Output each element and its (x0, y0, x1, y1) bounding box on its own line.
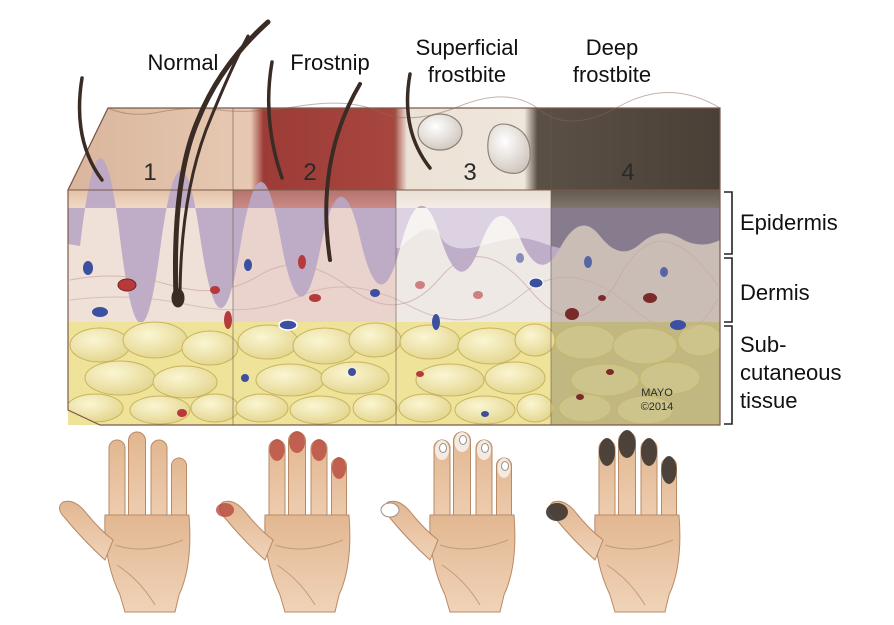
stage-title-frostnip: Frostnip (290, 50, 369, 75)
palm-crease (114, 539, 184, 550)
epidermis-band (68, 157, 720, 324)
thumb-blister (380, 502, 400, 518)
layer-brackets (724, 191, 733, 425)
fingertip-redness (311, 439, 327, 461)
hand-superficial (380, 431, 516, 613)
palm-crease (274, 539, 344, 550)
label-dermis: Dermis (740, 280, 810, 305)
thumb (219, 500, 274, 561)
fingertip-necrosis (618, 430, 636, 458)
fingertip-necrosis (641, 438, 657, 466)
thumb (384, 500, 439, 561)
stage-title-deep-line1: Deep (586, 35, 639, 60)
fingertip-blister (439, 443, 447, 453)
thumb-redness (216, 503, 234, 517)
palm-crease (606, 564, 646, 606)
hand-frostnip (216, 431, 351, 613)
fingertip-blister (459, 435, 467, 445)
stage-number-4: 4 (621, 159, 634, 186)
skin-block-outline (67, 107, 721, 426)
hands-row (59, 430, 681, 613)
fingertip-blister (501, 461, 509, 471)
fingertip-redness (332, 457, 346, 479)
palm-crease (439, 539, 509, 550)
stage-title-superficial-line2: frostbite (428, 62, 506, 87)
stage-number-3: 3 (463, 159, 476, 186)
fingertip-blister (481, 443, 489, 453)
hand-normal (59, 431, 191, 613)
thumb (59, 500, 114, 561)
palm (429, 514, 516, 613)
hairs (77, 19, 432, 308)
credit-line1: MAYO (641, 387, 673, 399)
stage-title-deep-line2: frostbite (573, 62, 651, 87)
fingertip-redness (289, 431, 305, 453)
stage-title-superficial-line1: Superficial (416, 35, 519, 60)
hand-deep (546, 430, 681, 613)
palm (264, 514, 351, 613)
fingertip-redness (269, 439, 285, 461)
label-subcutaneous-line3: tissue (740, 388, 797, 413)
label-epidermis: Epidermis (740, 210, 838, 235)
label-subcutaneous-line2: cutaneous (740, 360, 842, 385)
stage-title-normal: Normal (148, 50, 219, 75)
fingertip-necrosis (661, 456, 677, 484)
thumb-necrosis (546, 503, 568, 521)
fingertip-necrosis (599, 438, 615, 466)
stage-number-1: 1 (143, 159, 156, 186)
palm (594, 514, 681, 613)
dermis-vessels (69, 240, 719, 417)
palm-crease (441, 564, 481, 606)
palm-crease (116, 564, 156, 606)
palm (104, 514, 191, 613)
fat-lobules (68, 321, 720, 425)
palm-crease (604, 539, 674, 550)
credit-line2: ©2014 (641, 401, 674, 413)
palm-crease (276, 564, 316, 606)
label-subcutaneous-line1: Sub- (740, 332, 786, 357)
blisters (417, 113, 531, 174)
column-dividers (232, 108, 552, 425)
stage-number-2: 2 (303, 159, 316, 186)
